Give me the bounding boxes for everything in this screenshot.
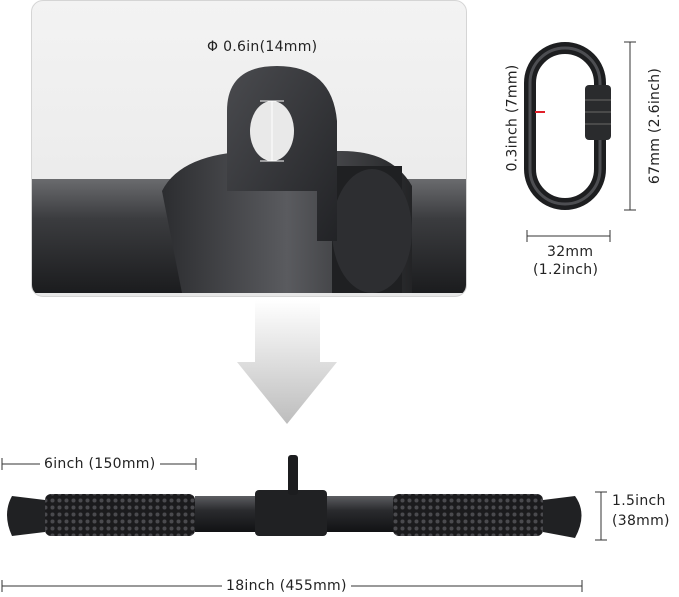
grip-length-label: 6inch (150mm): [40, 456, 160, 472]
carabiner-width-label-inch: (1.2inch): [533, 262, 599, 278]
carabiner-width-label: 32mm: [547, 244, 594, 260]
zoom-detail-panel: Φ 0.6in(14mm): [31, 0, 467, 297]
hole-diameter-label: Φ 0.6in(14mm): [207, 39, 318, 55]
bar-diameter-label: 1.5inch: [612, 493, 666, 509]
bar-diameter-label-mm: (38mm): [612, 513, 670, 529]
attachment-lug-closeup: [32, 66, 466, 293]
total-length-label: 18inch (455mm): [222, 578, 351, 594]
